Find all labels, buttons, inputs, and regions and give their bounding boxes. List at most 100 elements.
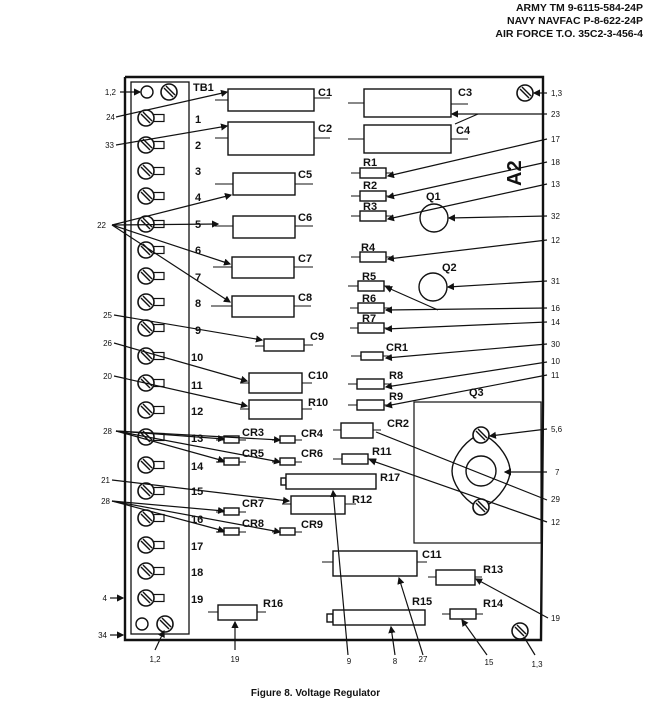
terminal-19 [138,590,164,606]
capacitor-c5 [232,172,296,196]
terminal-number: 12 [191,406,203,418]
resistor-r17 [285,473,377,490]
label-r15: R15 [412,596,432,608]
terminal-number: 11 [191,380,203,392]
mounting-screw-top [160,83,178,101]
resistor-r14 [449,608,477,620]
diode-cr6 [279,457,296,466]
terminal-11 [138,375,164,391]
label-cr8: CR8 [242,518,264,530]
terminal-1 [138,110,164,126]
label-cr9: CR9 [301,519,323,531]
terminal-number: 3 [195,166,201,178]
resistor-r10 [240,399,312,420]
terminal-number: 4 [195,192,202,204]
resistor-r10-body [248,399,303,420]
transistor-q3 [451,426,511,516]
terminal-numbers: 1 2 3 4 5 6 7 8 9 10 11 12 13 14 15 16 1… [191,114,204,606]
label-r11: R11 [372,446,392,458]
transistor-q1 [419,203,449,233]
diode-cr1 [360,351,384,361]
callout-26: 26 [103,339,112,348]
resistor-r12 [290,495,346,515]
label-c5: C5 [298,169,312,181]
callout-10: 10 [551,357,560,366]
resistors-right-column [348,167,392,411]
callout-11: 11 [551,371,560,380]
label-r9: R9 [389,391,403,403]
callout-28-upper: 28 [103,427,112,436]
capacitor-c8 [231,295,295,318]
label-c8: C8 [298,292,312,304]
capacitors-right [348,88,468,154]
terminal-number: 15 [191,486,203,498]
callout-12: 12 [551,236,560,245]
callouts-right: 1,3 23 17 18 13 32 12 31 16 14 30 10 11 … [551,89,563,623]
label-c3: C3 [458,87,472,99]
capacitor-c9 [263,338,305,352]
terminal-number: 9 [195,325,201,337]
label-c1: C1 [318,87,332,99]
terminal-number: 1 [195,114,201,126]
callout-7: 7 [555,468,560,477]
callout-24: 24 [106,113,115,122]
terminal-number: 10 [191,352,203,364]
label-r3: R3 [363,201,377,213]
label-cr6: CR6 [301,448,323,460]
label-r2: R2 [363,180,377,192]
callout-1-2: 1,2 [105,88,117,97]
terminal-number: 6 [195,245,201,257]
diode-cr5 [223,457,240,466]
callout-33: 33 [105,141,114,150]
diode-cr9 [279,527,296,536]
terminal-4 [138,188,164,204]
label-r17: R17 [380,472,400,484]
terminal-14 [138,457,164,473]
terminal-13 [138,429,164,445]
callout-20: 20 [103,372,112,381]
mounting-screw-bottom-right [511,622,529,640]
terminal-screws [135,83,178,633]
callout-31: 31 [551,277,560,286]
diode-cr7 [223,507,240,516]
terminal-number: 5 [195,219,201,231]
callout-4: 4 [103,594,108,603]
label-r1: R1 [363,157,377,169]
capacitor-c10 [248,372,303,394]
callout-1-3-bottom: 1,3 [531,660,543,669]
board-designator: A2 [504,160,526,186]
resistor-r15 [332,609,426,626]
label-cr3: CR3 [242,427,264,439]
label-cr1: CR1 [386,342,408,354]
callout-12-lower: 12 [551,518,560,527]
callout-32: 32 [551,212,560,221]
capacitor-c2 [227,121,315,156]
terminal-17 [138,537,164,553]
r17-tab [280,477,287,486]
figure-caption: Figure 8. Voltage Regulator [0,688,651,699]
label-c7: C7 [298,253,312,265]
callout-27: 27 [419,655,428,664]
label-r4: R4 [361,242,376,254]
callout-30: 30 [551,340,560,349]
air-force-to-number: AIR FORCE T.O. 35C2-3-456-4 [495,28,643,40]
callout-19-right: 19 [551,614,560,623]
label-c2: C2 [318,123,332,135]
label-q1: Q1 [426,191,441,203]
label-c9: C9 [310,331,324,343]
terminal-8 [138,294,164,310]
resistor-r8 [356,378,385,390]
label-cr5: CR5 [242,448,264,460]
tb1-label: TB1 [193,82,214,94]
label-cr4: CR4 [301,428,324,440]
terminal-number: 7 [195,272,201,284]
callout-21: 21 [101,476,110,485]
label-c11: C11 [422,549,442,561]
capacitor-c4 [363,124,452,154]
label-r8: R8 [389,370,403,382]
leader-lines-bottom [154,489,536,656]
terminal-7 [138,268,164,284]
label-r10: R10 [308,397,328,409]
callout-13: 13 [551,180,560,189]
